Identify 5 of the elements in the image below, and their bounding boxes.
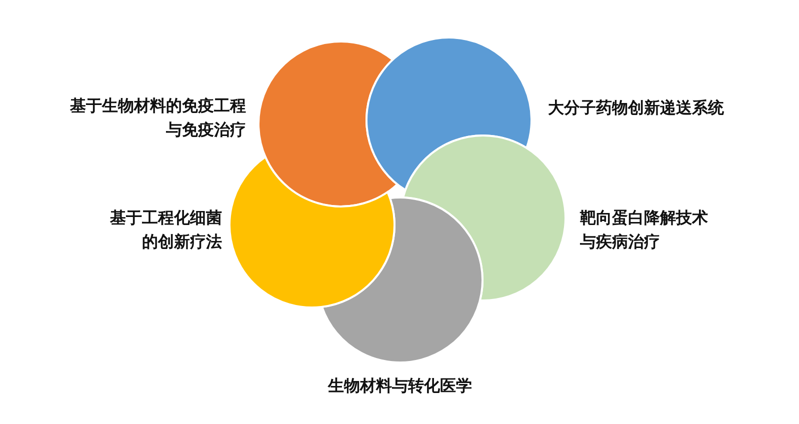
circle-label: 基于工程化细菌的创新疗法 xyxy=(110,207,222,253)
circle-label: 大分子药物创新递送系统 xyxy=(548,97,724,119)
circle-label: 基于生物材料的免疫工程与免疫治疗 xyxy=(70,95,246,141)
circle-label: 生物材料与转化医学 xyxy=(326,375,473,397)
circle-label: 靶向蛋白降解技术与疾病治疗 xyxy=(580,207,708,253)
